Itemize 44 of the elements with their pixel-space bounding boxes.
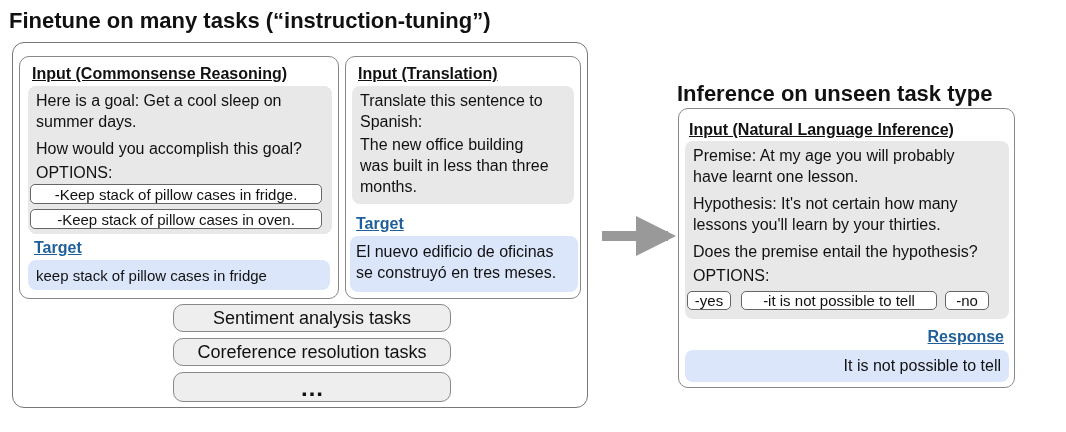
section-heading: Target [34, 238, 82, 258]
section-heading: Input (Commonsense Reasoning) [32, 64, 288, 84]
option-chip [30, 184, 322, 204]
option-text: -Keep stack of pillow cases in oven. [56, 210, 296, 228]
task-pill [173, 372, 451, 402]
option-chip [687, 291, 731, 310]
task-card [345, 56, 581, 299]
input-box [685, 141, 1009, 319]
section-heading: Input (Translation) [358, 64, 498, 84]
option-text: -yes [693, 292, 725, 309]
input-text: How would you accomplish this goal? [36, 139, 303, 159]
option-chip [945, 291, 989, 310]
target-box [350, 236, 578, 292]
section-heading: Input (Natural Language Inference) [689, 120, 954, 140]
input-text: Does the premise entail the hypothesis? [693, 242, 979, 262]
target-text: El nuevo edificio de oficinas se construyó en tres meses. [356, 242, 558, 283]
target-box [28, 260, 330, 290]
options-label: OPTIONS: [36, 163, 113, 183]
task-label: Sentiment analysis tasks [211, 306, 413, 330]
input-text: Premise: At my age you will probably have learnt one lesson. [693, 146, 956, 187]
task-label: Coreference resolution tasks [196, 340, 428, 364]
input-text: The new office building was built in less than three months. [360, 135, 550, 197]
section-heading: Target [356, 214, 404, 234]
option-chip [30, 209, 322, 229]
option-text: -it is not possible to tell [762, 292, 916, 309]
panel-heading: Inference on unseen task type [677, 80, 993, 108]
task-card [19, 56, 339, 299]
input-text: Hypothesis: It's not certain how many lessons you'll learn by your thirties. [693, 194, 959, 235]
response-text: It is not possible to tell [842, 356, 1001, 376]
task-label: … [299, 373, 325, 401]
panel-heading: Finetune on many tasks (“instruction-tuning”) [9, 7, 491, 35]
option-text: -no [955, 292, 979, 309]
options-label: OPTIONS: [693, 266, 770, 286]
target-text: keep stack of pillow cases in fridge [35, 265, 268, 286]
target-box [685, 350, 1009, 382]
section-heading: Response [926, 327, 1004, 347]
option-text: -Keep stack of pillow cases in fridge. [53, 185, 299, 203]
input-text: Here is a goal: Get a cool sleep on summer days. [36, 91, 283, 132]
task-pill [173, 304, 451, 332]
input-text: Translate this sentence to Spanish: [360, 91, 544, 132]
input-box [28, 86, 332, 234]
option-chip [741, 291, 937, 310]
task-pill [173, 338, 451, 366]
arrow [602, 216, 676, 256]
